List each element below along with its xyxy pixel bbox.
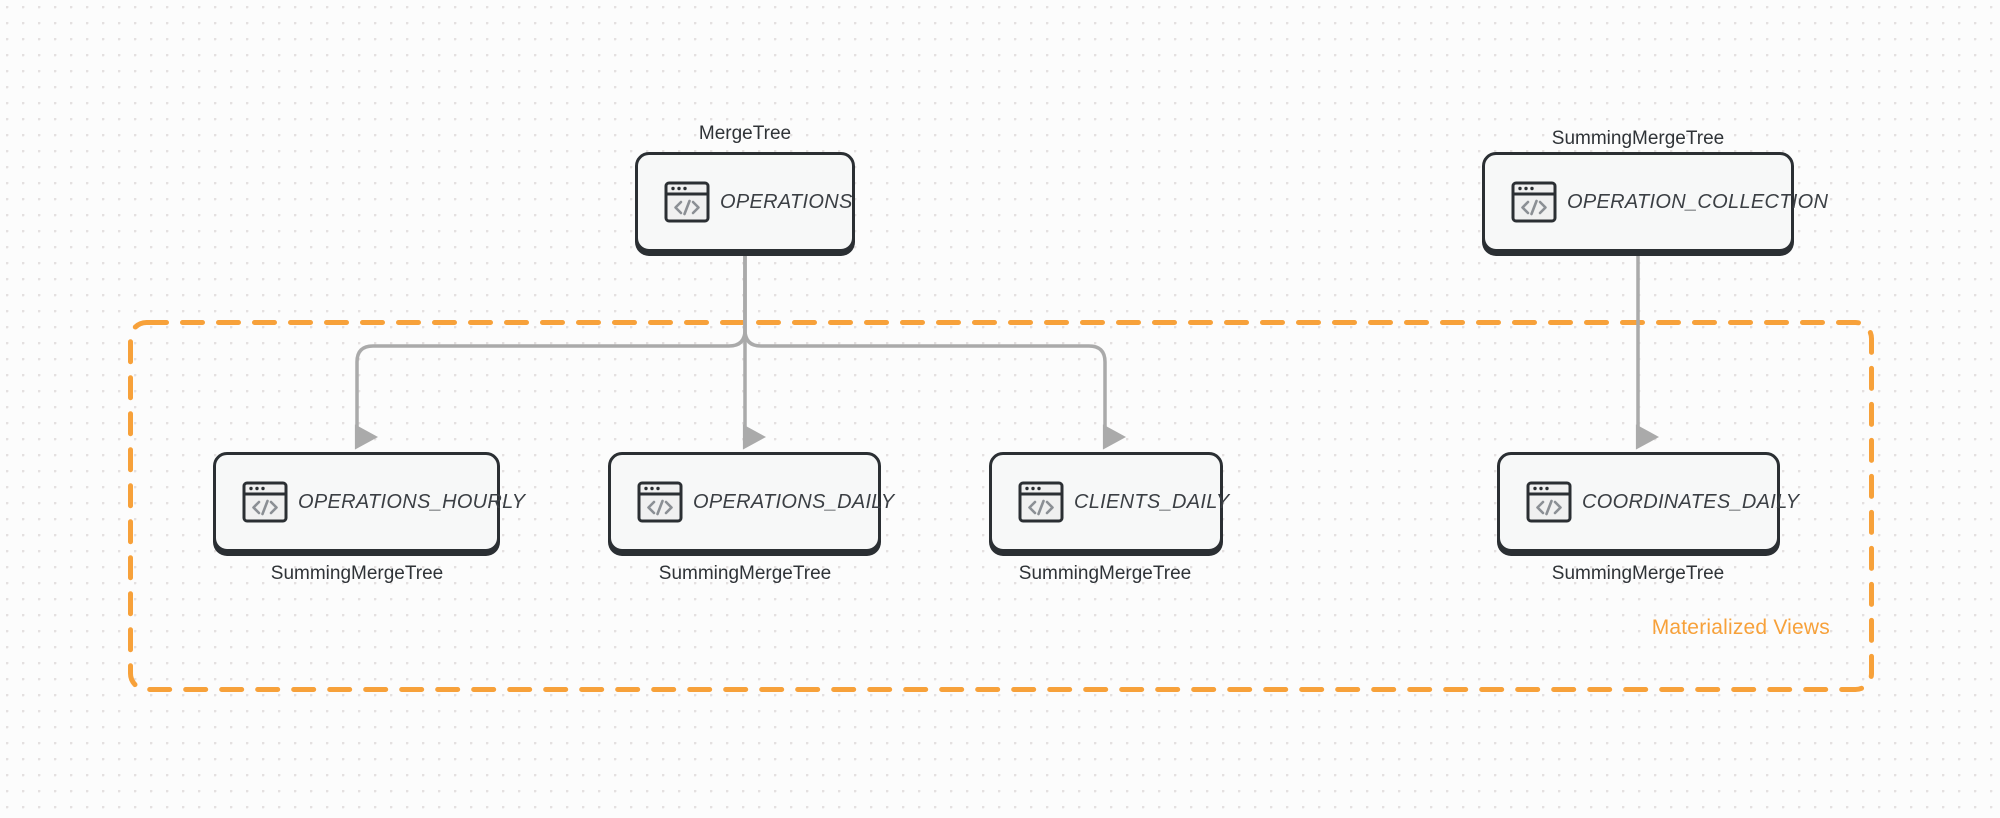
node-label-operations: OPERATIONS (720, 190, 853, 213)
node-operations-daily[interactable]: OPERATIONS_DAILY (608, 452, 894, 552)
node-operations-hourly[interactable]: OPERATIONS_HOURLY (213, 452, 525, 552)
code-window-icon (1511, 181, 1557, 223)
node-label-operations-daily: OPERATIONS_DAILY (693, 490, 895, 513)
code-window-icon (1526, 481, 1572, 523)
materialized-views-group[interactable]: Materialized Views (128, 320, 1874, 692)
engine-caption-clients-daily: SummingMergeTree (1018, 563, 1192, 584)
code-window-icon (637, 481, 683, 523)
node-label-coordinates-daily: COORDINATES_DAILY (1582, 490, 1800, 513)
node-operation-collection[interactable]: OPERATION_COLLECTION (1482, 152, 1828, 252)
node-label-clients-daily: CLIENTS_DAILY (1074, 490, 1230, 513)
node-label-operation-collection: OPERATION_COLLECTION (1567, 190, 1829, 213)
engine-caption-operations-daily: SummingMergeTree (658, 563, 832, 584)
engine-caption-operation-collection: SummingMergeTree (1551, 128, 1725, 149)
engine-caption-operations-hourly: SummingMergeTree (270, 563, 444, 584)
node-operations[interactable]: OPERATIONS (635, 152, 855, 252)
code-window-icon (664, 181, 710, 223)
code-window-icon (1018, 481, 1064, 523)
node-label-operations-hourly: OPERATIONS_HOURLY (298, 490, 526, 513)
materialized-views-label: Materialized Views (1651, 616, 1830, 639)
engine-caption-operations: MergeTree (698, 123, 792, 144)
engine-caption-coordinates-daily: SummingMergeTree (1551, 563, 1725, 584)
node-coordinates-daily[interactable]: COORDINATES_DAILY (1497, 452, 1799, 552)
materialized-views-dashed-border (128, 320, 1874, 692)
node-clients-daily[interactable]: CLIENTS_DAILY (989, 452, 1229, 552)
code-window-icon (242, 481, 288, 523)
